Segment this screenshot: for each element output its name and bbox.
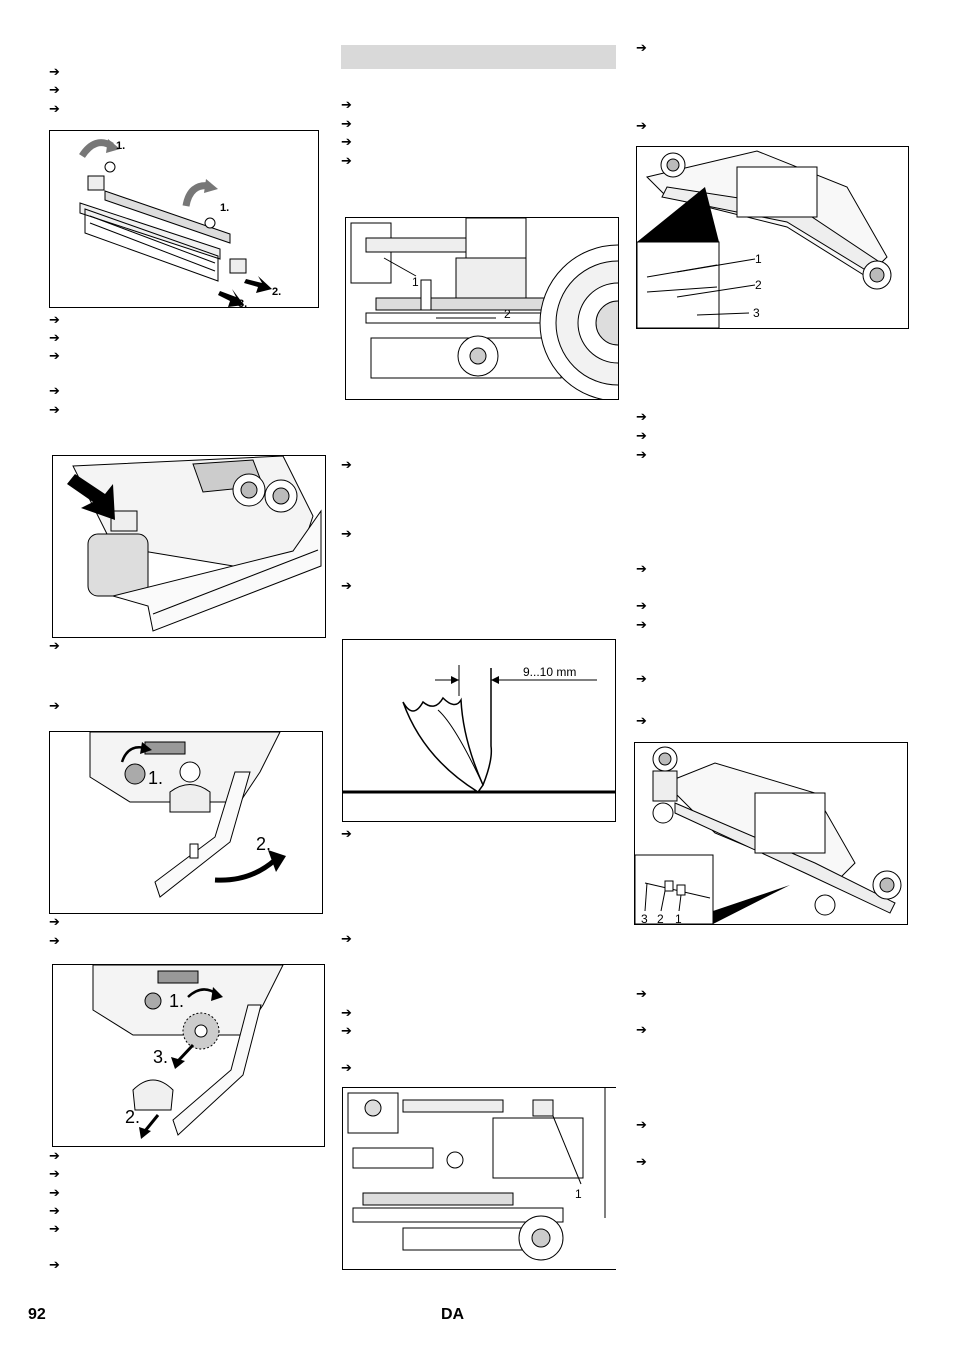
bullet-arrow: ➔ bbox=[636, 599, 647, 614]
figure-lip-deflection: 9...10 mm bbox=[342, 639, 616, 822]
bullet-arrow: ➔ bbox=[636, 672, 647, 687]
figure-brush-head-knob: 1 bbox=[342, 1087, 616, 1270]
fig7-label-1: 1 bbox=[575, 1187, 582, 1201]
figure-squeegee-blade-removal: 1. 1. 2. 3. bbox=[49, 130, 319, 308]
bullet-arrow: ➔ bbox=[636, 448, 647, 463]
bullet-arrow: ➔ bbox=[49, 65, 60, 80]
bullet-arrow: ➔ bbox=[636, 429, 647, 444]
bullet-arrow: ➔ bbox=[49, 384, 60, 399]
bullet-arrow: ➔ bbox=[49, 934, 60, 949]
bullet-arrow: ➔ bbox=[636, 1118, 647, 1133]
bullet-arrow: ➔ bbox=[636, 987, 647, 1002]
figure-squeegee-wheel-adjust-front: 1 2 3 bbox=[636, 146, 909, 329]
bullet-arrow: ➔ bbox=[636, 562, 647, 577]
figure-brush-head-mount: 1 2 bbox=[345, 217, 619, 400]
bullet-arrow: ➔ bbox=[341, 932, 352, 947]
bullet-arrow: ➔ bbox=[341, 1061, 352, 1076]
bullet-arrow: ➔ bbox=[341, 1006, 352, 1021]
fig3-label-2: 2. bbox=[256, 834, 271, 854]
fig8-label-3: 3 bbox=[753, 306, 760, 320]
bullet-arrow: ➔ bbox=[636, 41, 647, 56]
bullet-arrow: ➔ bbox=[49, 313, 60, 328]
bullet-arrow: ➔ bbox=[341, 827, 352, 842]
bullet-arrow: ➔ bbox=[49, 403, 60, 418]
bullet-arrow: ➔ bbox=[636, 1155, 647, 1170]
fig8-label-2: 2 bbox=[755, 278, 762, 292]
bullet-arrow: ➔ bbox=[636, 119, 647, 134]
fig4-label-1: 1. bbox=[169, 991, 184, 1011]
figure-side-wiper-knob bbox=[52, 455, 326, 638]
page-number: 92 bbox=[28, 1306, 46, 1323]
bullet-arrow: ➔ bbox=[49, 331, 60, 346]
bullet-arrow: ➔ bbox=[49, 83, 60, 98]
bullet-arrow: ➔ bbox=[49, 349, 60, 364]
fig9-label-1: 1 bbox=[675, 912, 682, 924]
language-code: DA bbox=[441, 1306, 465, 1323]
bullet-arrow: ➔ bbox=[341, 117, 352, 132]
bullet-arrow: ➔ bbox=[341, 154, 352, 169]
fig1-label-3: 3. bbox=[238, 298, 247, 307]
fig9-label-3: 3 bbox=[641, 912, 648, 924]
fig9-label-2: 2 bbox=[657, 912, 664, 924]
bullet-arrow: ➔ bbox=[636, 618, 647, 633]
figure-side-brush-cover: 1. 2. bbox=[49, 731, 323, 914]
fig3-label-1: 1. bbox=[148, 768, 163, 788]
bullet-arrow: ➔ bbox=[49, 639, 60, 654]
bullet-arrow: ➔ bbox=[49, 1167, 60, 1182]
fig4-label-2: 2. bbox=[125, 1107, 140, 1127]
bullet-arrow: ➔ bbox=[49, 699, 60, 714]
bullet-arrow: ➔ bbox=[49, 102, 60, 117]
figure-side-brush-removal: 1. 3. 2. bbox=[52, 964, 325, 1147]
bullet-arrow: ➔ bbox=[341, 579, 352, 594]
bullet-arrow: ➔ bbox=[49, 915, 60, 930]
bullet-arrow: ➔ bbox=[49, 1186, 60, 1201]
fig8-label-1: 1 bbox=[755, 252, 762, 266]
bullet-arrow: ➔ bbox=[636, 714, 647, 729]
bullet-arrow: ➔ bbox=[49, 1204, 60, 1219]
section-heading-bar bbox=[341, 45, 616, 69]
fig6-dimension-label: 9...10 mm bbox=[523, 665, 576, 679]
fig1-label-1: 1. bbox=[116, 140, 125, 152]
figure-squeegee-wheel-adjust-rear: 3 2 1 bbox=[634, 742, 908, 925]
fig1-label-2: 2. bbox=[272, 286, 281, 298]
bullet-arrow: ➔ bbox=[341, 135, 352, 150]
fig1-label-1b: 1. bbox=[220, 202, 229, 214]
bullet-arrow: ➔ bbox=[49, 1222, 60, 1237]
bullet-arrow: ➔ bbox=[341, 1024, 352, 1039]
bullet-arrow: ➔ bbox=[636, 410, 647, 425]
bullet-arrow: ➔ bbox=[341, 98, 352, 113]
bullet-arrow: ➔ bbox=[49, 1149, 60, 1164]
fig5-label-1: 1 bbox=[412, 275, 419, 289]
bullet-arrow: ➔ bbox=[636, 1023, 647, 1038]
fig4-label-3: 3. bbox=[153, 1047, 168, 1067]
bullet-arrow: ➔ bbox=[49, 1258, 60, 1273]
bullet-arrow: ➔ bbox=[341, 527, 352, 542]
bullet-arrow: ➔ bbox=[341, 458, 352, 473]
fig5-label-2: 2 bbox=[504, 307, 511, 321]
